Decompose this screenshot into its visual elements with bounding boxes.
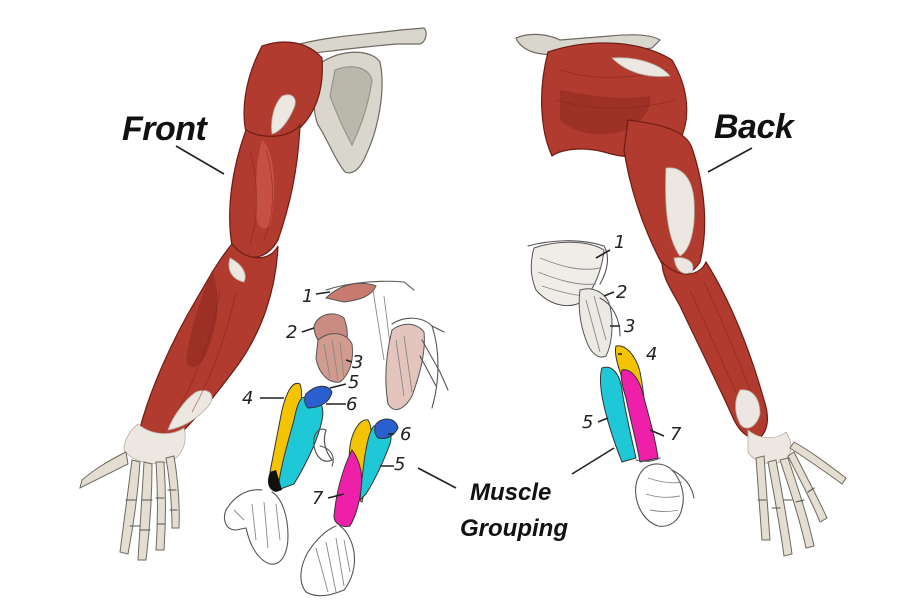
back-hand-bones (755, 441, 847, 557)
front-label: Front (122, 110, 209, 148)
front-arm-illustration (79, 27, 427, 561)
back-number-7: 7 (670, 424, 682, 445)
front-number-5: 6 (346, 394, 357, 415)
back-label: Back (714, 108, 796, 146)
front-number-3: 3 (352, 352, 363, 373)
back-triceps-tendon (665, 167, 695, 257)
front-group-6-blue (304, 385, 333, 409)
front-number-7: 7 (312, 488, 324, 509)
back-number-1: 1 (614, 232, 625, 253)
front-group-6-blue-2 (374, 418, 399, 439)
leader-lines (175, 145, 753, 499)
front-group-5-cyan (277, 396, 324, 491)
back-group-5-cyan (600, 366, 637, 463)
front-biceps (229, 123, 301, 258)
front-number-6b: 6 (400, 424, 411, 445)
muscle-grouping-label-line1: Muscle (470, 479, 551, 506)
front-grouping-sketch (223, 280, 449, 597)
back-number-5: 5 (582, 412, 593, 433)
front-hand-bones (79, 451, 180, 561)
back-number-4: 4 (646, 344, 657, 365)
back-number-2: 2 (616, 282, 627, 303)
front-group-7-magenta (333, 449, 363, 527)
front-number-5b: 5 (394, 454, 405, 475)
front-number-1: 1 (302, 286, 313, 307)
back-number-3: 3 (624, 316, 635, 337)
front-number-2: 2 (286, 322, 297, 343)
front-clavicle (299, 27, 427, 55)
front-number-6: 5 (348, 372, 359, 393)
back-group-7-magenta (620, 369, 659, 463)
front-number-4: 4 (242, 388, 253, 409)
front-deltoid (243, 41, 323, 148)
muscle-grouping-label-line2: Grouping (460, 515, 568, 542)
back-grouping-sketch (527, 240, 695, 527)
back-arm-illustration (515, 33, 847, 557)
